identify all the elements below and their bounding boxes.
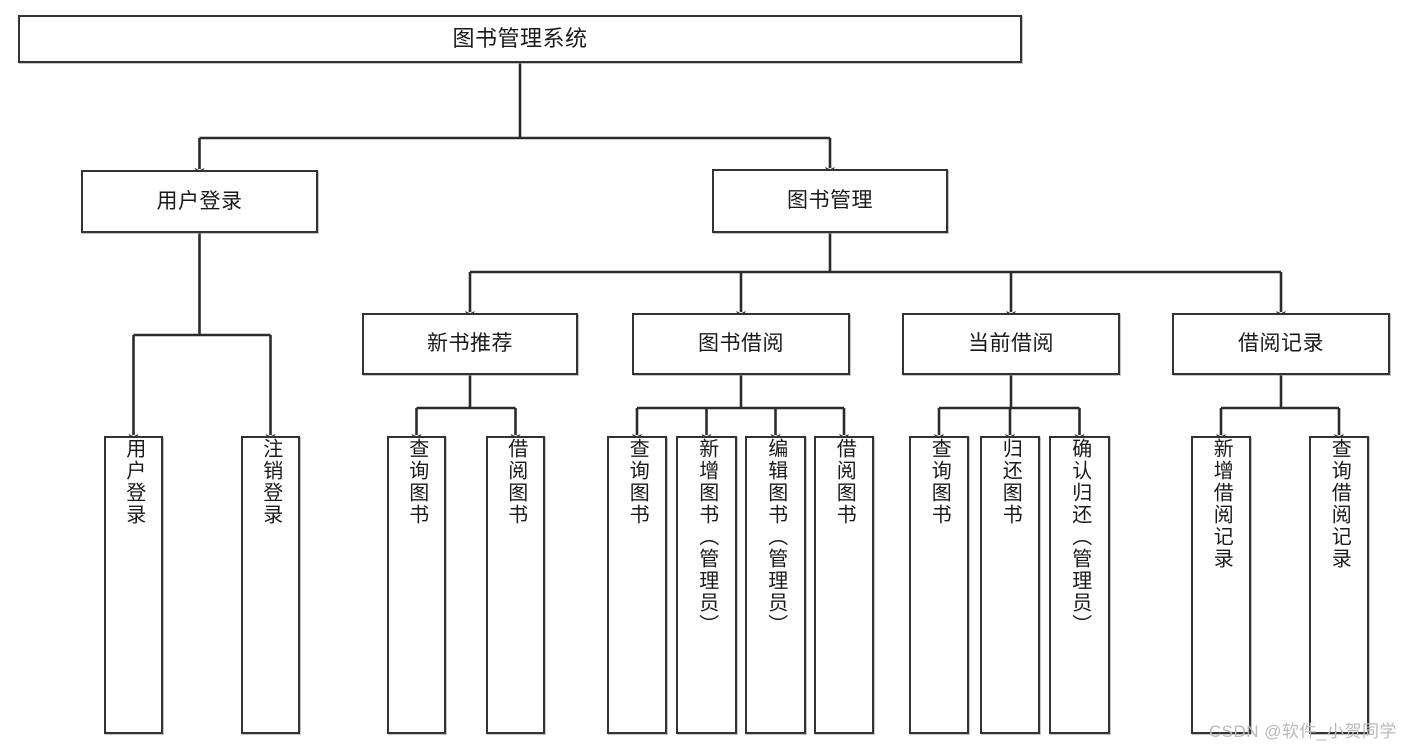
node-leaf-1[interactable]: 注销登录 xyxy=(241,436,300,734)
csdn-watermark: CSDN @软件_小贺同学 xyxy=(1208,722,1397,741)
node-leaf-6[interactable]: 编辑图书（管理员） xyxy=(745,436,806,734)
node-level3-0-label: 新书推荐 xyxy=(427,332,513,356)
node-leaf-3-label: 借阅图书 xyxy=(504,438,527,526)
node-level3-2[interactable]: 当前借阅 xyxy=(902,313,1120,375)
node-leaf-5[interactable]: 新增图书（管理员） xyxy=(676,436,737,734)
node-leaf-8-label: 查询图书 xyxy=(928,438,951,526)
node-root[interactable]: 图书管理系统 xyxy=(18,15,1022,63)
node-level3-3[interactable]: 借阅记录 xyxy=(1172,313,1390,375)
node-leaf-11[interactable]: 新增借阅记录 xyxy=(1191,436,1251,734)
node-leaf-6-label: 编辑图书（管理员） xyxy=(764,438,787,636)
node-leaf-0-label: 用户登录 xyxy=(122,438,145,526)
node-leaf-1-label: 注销登录 xyxy=(259,438,282,526)
node-level2-0-label: 用户登录 xyxy=(156,189,243,213)
node-leaf-9[interactable]: 归还图书 xyxy=(980,436,1040,734)
node-leaf-4[interactable]: 查询图书 xyxy=(607,436,667,734)
node-leaf-10-label: 确认归还（管理员） xyxy=(1068,438,1091,636)
node-leaf-9-label: 归还图书 xyxy=(999,438,1022,526)
node-level3-3-label: 借阅记录 xyxy=(1238,332,1324,356)
node-leaf-7-label: 借阅图书 xyxy=(833,438,856,526)
node-level2-1[interactable]: 图书管理 xyxy=(712,169,948,233)
node-level3-1-label: 图书借阅 xyxy=(698,332,784,356)
node-leaf-7[interactable]: 借阅图书 xyxy=(814,436,874,734)
node-leaf-2[interactable]: 查询图书 xyxy=(387,436,446,734)
node-leaf-12[interactable]: 查询借阅记录 xyxy=(1309,436,1369,734)
node-leaf-11-label: 新增借阅记录 xyxy=(1210,438,1233,570)
node-level2-1-label: 图书管理 xyxy=(787,189,873,213)
node-leaf-3[interactable]: 借阅图书 xyxy=(486,436,545,734)
node-level3-1[interactable]: 图书借阅 xyxy=(632,313,850,375)
node-level3-0[interactable]: 新书推荐 xyxy=(362,313,578,375)
node-leaf-8[interactable]: 查询图书 xyxy=(909,436,969,734)
node-leaf-2-label: 查询图书 xyxy=(405,438,428,526)
node-leaf-0[interactable]: 用户登录 xyxy=(104,436,163,734)
node-level3-2-label: 当前借阅 xyxy=(968,332,1054,356)
node-leaf-10[interactable]: 确认归还（管理员） xyxy=(1049,436,1110,734)
node-leaf-4-label: 查询图书 xyxy=(626,438,649,526)
node-leaf-5-label: 新增图书（管理员） xyxy=(695,438,718,636)
node-root-label: 图书管理系统 xyxy=(452,25,588,51)
node-leaf-12-label: 查询借阅记录 xyxy=(1328,438,1351,570)
node-level2-0[interactable]: 用户登录 xyxy=(81,170,318,233)
